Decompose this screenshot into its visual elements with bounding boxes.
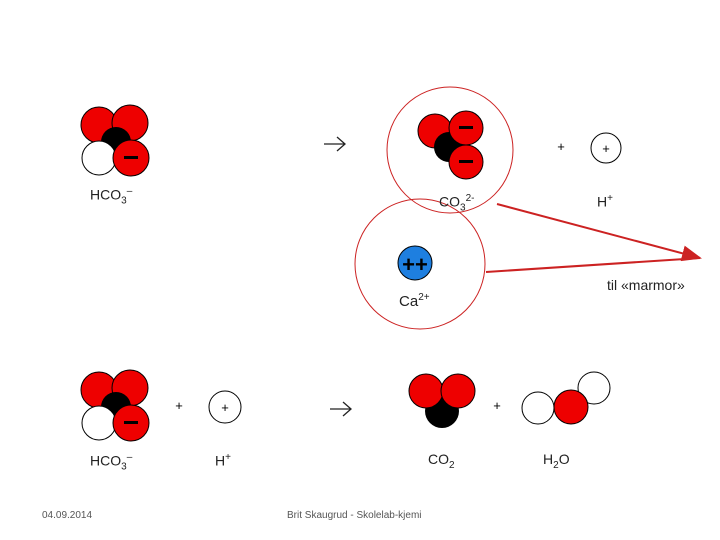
plus-operator: + xyxy=(493,398,501,413)
marmor-label: til «marmor» xyxy=(607,277,685,293)
reaction-arrow-icon xyxy=(330,401,352,417)
footer-date: 04.09.2014 xyxy=(42,510,93,521)
hydrogen-atom xyxy=(577,371,611,405)
co3-label: CO32- xyxy=(439,193,475,214)
oxygen-atom xyxy=(408,373,444,409)
h2o-molecule xyxy=(521,371,611,425)
hydrogen-ion xyxy=(208,390,242,424)
ca-pointer-line xyxy=(485,257,701,273)
minus-sign-icon xyxy=(124,156,138,159)
hydrogen-ion xyxy=(590,132,622,164)
calcium-charge: ++ xyxy=(402,252,428,277)
ca-highlight-circle xyxy=(354,198,486,330)
co3-molecule xyxy=(417,110,484,180)
co2-molecule xyxy=(408,373,476,428)
footer-author: Brit Skaugrud - Skolelab-kjemi xyxy=(287,510,422,521)
hydrogen-atom xyxy=(521,391,555,425)
hco3-label-row1: HCO3– xyxy=(90,186,133,207)
plus-operator: + xyxy=(557,139,565,154)
minus-sign-icon xyxy=(459,126,473,129)
reaction-arrow-icon xyxy=(324,136,346,152)
ion-charge: + xyxy=(221,400,229,415)
calcium-ion xyxy=(397,245,433,281)
h-ion-label-row2: H+ xyxy=(215,452,231,469)
hydrogen-atom xyxy=(81,405,117,441)
co3-pointer-line xyxy=(496,203,702,262)
co2-label: CO2 xyxy=(428,451,455,471)
minus-sign-icon xyxy=(124,421,138,424)
h-ion-label-row1: H+ xyxy=(597,193,613,210)
hco3-molecule-row2 xyxy=(80,369,150,442)
hco3-molecule-row1 xyxy=(80,104,150,177)
oxygen-atom xyxy=(553,389,589,425)
minus-sign-icon xyxy=(459,160,473,163)
oxygen-atom xyxy=(440,373,476,409)
co3-highlight-circle xyxy=(386,86,514,214)
hco3-label-row2: HCO3– xyxy=(90,452,133,473)
h2o-label: H2O xyxy=(543,451,570,471)
hydrogen-atom xyxy=(81,140,117,176)
plus-operator: + xyxy=(175,398,183,413)
calcium-label: Ca2+ xyxy=(399,292,430,310)
ion-charge: + xyxy=(602,141,610,156)
